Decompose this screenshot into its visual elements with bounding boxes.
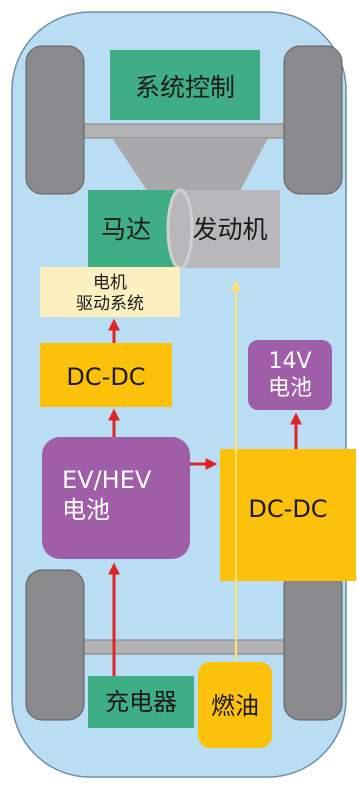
dcdc-right-label: DC-DC xyxy=(248,495,327,523)
battery-14v-label-line2: 电池 xyxy=(268,376,312,401)
system-control-label: 系统控制 xyxy=(135,73,235,102)
rear-left-wheel xyxy=(25,569,85,721)
engine-label: 发动机 xyxy=(192,215,267,244)
motor-drive-system-block xyxy=(40,267,180,317)
motor-label: 马达 xyxy=(101,215,151,244)
fuel-block xyxy=(198,662,272,748)
dcdc-left-block xyxy=(40,343,172,407)
motor-engine-coupling xyxy=(166,188,194,270)
fuel-label: 燃油 xyxy=(211,692,259,720)
battery-14v-block xyxy=(248,340,332,410)
rear-right-wheel xyxy=(283,569,343,721)
front-left-wheel xyxy=(25,45,85,195)
motor-block xyxy=(88,190,180,268)
ev-battery-label-line2: 电池 xyxy=(62,496,110,524)
motor-drive-label-line1: 电机 xyxy=(93,273,127,293)
front-axle xyxy=(59,123,311,139)
dcdc-left-label: DC-DC xyxy=(66,363,145,391)
front-right-wheel xyxy=(283,45,343,195)
ev-battery-label-line1: EV/HEV xyxy=(62,466,152,494)
battery-14v-label-line1: 14V xyxy=(268,349,311,374)
rear-axle xyxy=(59,639,311,655)
charger-block xyxy=(88,676,194,728)
charger-label: 充电器 xyxy=(105,688,177,716)
dcdc-right-block xyxy=(220,449,356,581)
transmission-funnel xyxy=(112,138,268,195)
ev-hev-battery-block xyxy=(42,437,190,559)
system-control-block xyxy=(110,50,260,120)
motor-drive-label-line2: 驱动系统 xyxy=(76,294,144,314)
